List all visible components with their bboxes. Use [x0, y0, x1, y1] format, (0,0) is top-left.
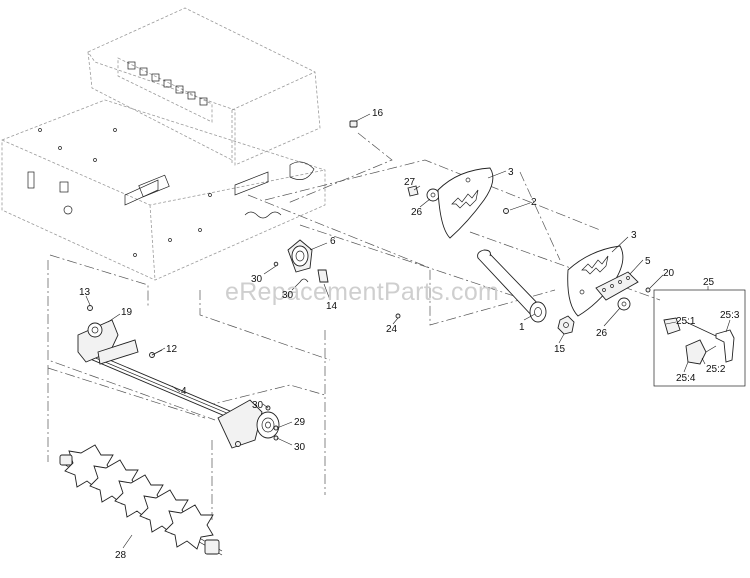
callout-12: 12	[166, 344, 178, 355]
callout-28: 28	[115, 550, 127, 561]
callout-30c: 30	[252, 400, 264, 411]
callout-25-4: 25:4	[676, 373, 696, 384]
bearing-part-6	[273, 239, 401, 319]
callout-14: 14	[326, 301, 338, 312]
callout-30a: 30	[251, 274, 263, 285]
callout-25-1: 25:1	[676, 316, 696, 327]
callout-30d: 30	[294, 442, 306, 453]
callout-6: 6	[330, 236, 336, 247]
callout-24: 24	[386, 324, 398, 335]
callout-2: 2	[531, 197, 537, 208]
callout-3b: 3	[631, 230, 637, 241]
leader-lines	[85, 113, 731, 549]
watermark-text: eRepacementParts.com	[225, 278, 499, 306]
callout-15: 15	[554, 344, 566, 355]
callout-20: 20	[663, 268, 675, 279]
callout-16: 16	[372, 108, 384, 119]
plate-part-3-upper	[437, 167, 494, 239]
callout-29: 29	[294, 417, 306, 428]
callout-13: 13	[79, 287, 91, 298]
tine-roller-part-28	[59, 444, 223, 556]
callout-27: 27	[404, 177, 416, 188]
callout-26b: 26	[596, 328, 608, 339]
callout-5: 5	[645, 256, 651, 267]
callout-19: 19	[121, 307, 133, 318]
callout-25-2: 25:2	[706, 364, 726, 375]
machine-body-ghost	[1, 7, 326, 281]
kit-part-25	[653, 289, 746, 387]
callout-4: 4	[181, 386, 187, 397]
lever-part-1	[477, 249, 547, 323]
phantom-lines	[47, 132, 661, 520]
callout-25-3: 25:3	[720, 310, 740, 321]
fasteners-top	[349, 120, 509, 214]
callout-1: 1	[519, 322, 525, 333]
nut-part-15	[557, 315, 575, 335]
callout-3a: 3	[508, 167, 514, 178]
callout-labels: 1 2 3 3 4 5 6 12 13 14 15 16 19 20 24 25…	[79, 108, 740, 561]
axle-part-4	[77, 305, 280, 449]
callout-30b: 30	[282, 290, 294, 301]
plate-part-3-lower	[567, 245, 651, 317]
callout-25: 25	[703, 277, 715, 288]
callout-26a: 26	[411, 207, 423, 218]
